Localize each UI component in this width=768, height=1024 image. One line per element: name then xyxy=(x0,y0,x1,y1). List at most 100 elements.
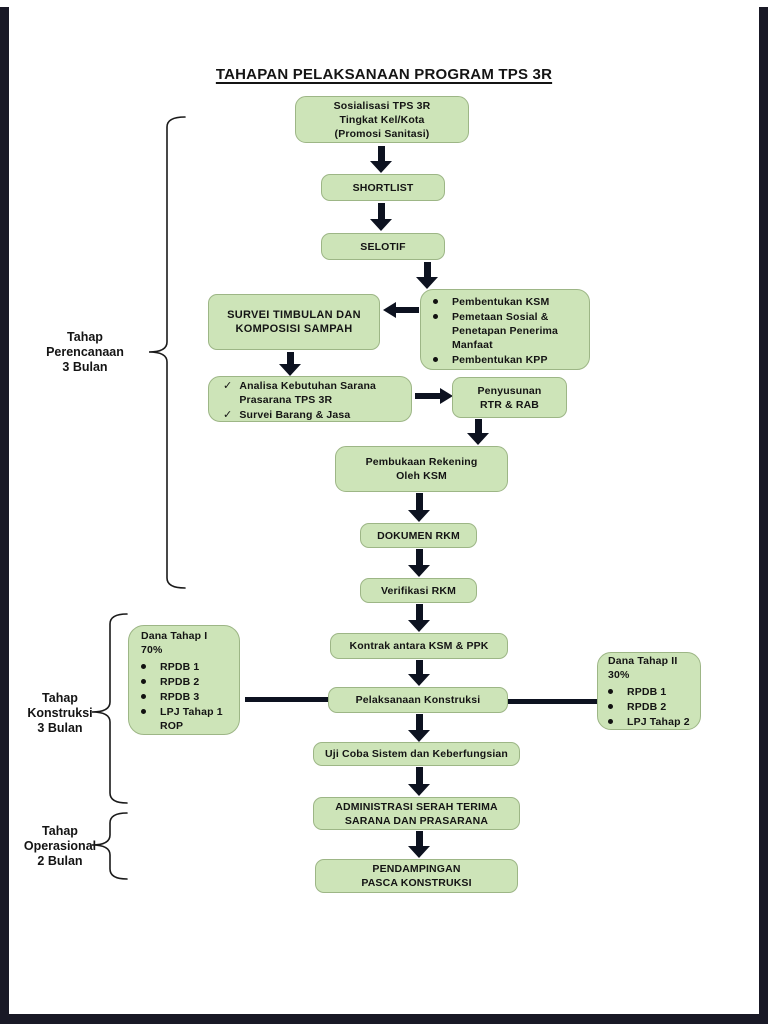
bullet-icon xyxy=(433,313,438,319)
bullet-list: Pembentukan KSM Pemetaan Sosial & Peneta… xyxy=(433,294,578,368)
node-text: (Promosi Sanitasi) xyxy=(334,127,430,140)
flow-arrow-down xyxy=(408,831,430,858)
page-frame-right xyxy=(759,7,768,1024)
flow-arrow-right xyxy=(415,388,453,404)
node-uji-coba: Uji Coba Sistem dan Keberfungsian xyxy=(313,742,520,766)
list-item: LPJ Tahap 2 xyxy=(608,715,690,729)
arrow-stem xyxy=(415,660,423,674)
list-item: Pembentukan KPP xyxy=(433,353,578,367)
page-title: TAHAPAN PELAKSANAAN PROGRAM TPS 3R xyxy=(215,66,553,83)
brace-perencanaan-icon xyxy=(148,116,186,589)
arrow-stem xyxy=(415,549,423,565)
phase-line: 3 Bulan xyxy=(37,721,83,735)
node-text: Uji Coba Sistem dan Keberfungsian xyxy=(325,748,508,760)
arrow-head-icon xyxy=(370,161,392,173)
list-item: RPDB 2 xyxy=(608,700,690,714)
check-icon: ✓ xyxy=(223,379,233,392)
node-administrasi: ADMINISTRASI SERAH TERIMA SARANA DAN PRA… xyxy=(313,797,520,830)
phase-label-perencanaan: Tahap Perencanaan 3 Bulan xyxy=(30,330,140,375)
flow-arrow-down xyxy=(370,146,392,173)
node-pendampingan: PENDAMPINGAN PASCA KONSTRUKSI xyxy=(315,859,518,893)
node-text: ADMINISTRASI SERAH TERIMA xyxy=(335,800,498,813)
flow-arrow-down xyxy=(408,604,430,632)
arrow-head-icon xyxy=(440,388,453,404)
node-text: Pelaksanaan Konstruksi xyxy=(355,694,481,706)
arrow-head-icon xyxy=(408,510,430,522)
flow-arrow-down xyxy=(408,549,430,577)
phase-line: Tahap xyxy=(67,330,103,344)
bullet-text: Pembentukan KSM xyxy=(452,295,550,308)
check-text: Survei Barang & Jasa xyxy=(239,408,351,421)
flow-arrow-down xyxy=(370,203,392,231)
list-item: ✓ Analisa Kebutuhan Sarana Prasarana TPS … xyxy=(223,379,401,407)
phase-label-konstruksi: Tahap Konstruksi 3 Bulan xyxy=(10,691,110,736)
flow-arrow-down xyxy=(408,660,430,686)
node-title: Dana Tahap II xyxy=(608,655,678,667)
arrow-stem xyxy=(415,831,423,846)
bullet-list: RPDB 1 RPDB 2 RPDB 3 LPJ Tahap 1 ROP xyxy=(141,659,226,734)
list-item: Pembentukan KSM xyxy=(433,295,578,309)
bullet-icon xyxy=(141,678,146,684)
bullet-text: RPDB 2 xyxy=(160,675,200,688)
node-text: PASCA KONSTRUKSI xyxy=(361,877,472,889)
flow-arrow-left xyxy=(383,302,419,318)
arrow-stem xyxy=(377,203,385,219)
node-text: SARANA DAN PRASARANA xyxy=(344,814,489,827)
bullet-text: RPDB 1 xyxy=(627,686,667,698)
brace-operasional-icon xyxy=(91,812,128,880)
flow-arrow-down xyxy=(416,262,438,289)
bullet-text: LPJ Tahap 1 ROP xyxy=(160,705,223,732)
phase-line: Perencanaan xyxy=(46,345,124,359)
arrow-stem xyxy=(415,393,440,399)
bullet-icon xyxy=(608,704,613,709)
bullet-icon xyxy=(433,356,438,362)
node-text: KOMPOSISI SAMPAH xyxy=(235,323,353,335)
bullet-text: Pemetaan Sosial & Penetapan Penerima Man… xyxy=(452,310,558,351)
arrow-head-icon xyxy=(383,302,396,318)
arrow-stem xyxy=(415,714,423,730)
node-selotif: SELOTIF xyxy=(321,233,445,260)
node-text: RTR & RAB xyxy=(479,398,540,411)
bullet-text: RPDB 2 xyxy=(627,701,667,713)
node-text: Penyusunan xyxy=(477,384,542,397)
connector-line-left xyxy=(245,697,328,702)
check-text: Analisa Kebutuhan Sarana Prasarana TPS 3… xyxy=(239,379,377,406)
node-text: Sosialisasi TPS 3R xyxy=(333,99,431,112)
bullet-icon xyxy=(141,693,146,699)
node-text: Oleh KSM xyxy=(396,470,447,482)
bullet-text: RPDB 3 xyxy=(160,690,200,703)
flow-arrow-down xyxy=(467,419,489,445)
bullet-text: RPDB 1 xyxy=(160,660,200,673)
node-text: Kontrak antara KSM & PPK xyxy=(349,640,489,652)
node-text: Tingkat Kel/Kota xyxy=(339,113,425,126)
arrow-head-icon xyxy=(408,565,430,577)
list-item: RPDB 1 xyxy=(141,660,226,674)
node-verifikasi-rkm: Verifikasi RKM xyxy=(360,578,477,603)
bullet-list: RPDB 1 RPDB 2 LPJ Tahap 2 xyxy=(608,684,690,730)
arrow-stem xyxy=(415,493,423,510)
node-pelaksanaan: Pelaksanaan Konstruksi xyxy=(328,687,508,713)
phase-line: 2 Bulan xyxy=(37,854,83,868)
node-pembukaan: Pembukaan Rekening Oleh KSM xyxy=(335,446,508,492)
list-item: RPDB 2 xyxy=(141,675,226,689)
arrow-stem xyxy=(474,419,482,433)
phase-line: Operasional xyxy=(23,839,97,853)
arrow-head-icon xyxy=(408,730,430,742)
arrow-head-icon xyxy=(408,620,430,632)
phase-line: Konstruksi xyxy=(27,706,93,720)
node-dana-tahap-2: Dana Tahap II 30% RPDB 1 RPDB 2 LPJ Taha… xyxy=(597,652,701,730)
arrow-stem xyxy=(415,604,423,620)
connector-line-right xyxy=(508,699,597,704)
arrow-head-icon xyxy=(408,784,430,796)
page-frame-left xyxy=(0,7,9,1024)
arrow-stem xyxy=(415,767,423,784)
node-subtitle: 30% xyxy=(608,669,630,681)
node-survei: SURVEI TIMBULAN DAN KOMPOSISI SAMPAH xyxy=(208,294,380,350)
node-text: SELOTIF xyxy=(360,240,406,253)
node-title: Dana Tahap I xyxy=(141,629,208,642)
list-item: RPDB 3 xyxy=(141,690,226,704)
bullet-icon xyxy=(433,298,438,304)
node-analisa: ✓ Analisa Kebutuhan Sarana Prasarana TPS … xyxy=(208,376,412,422)
check-icon: ✓ xyxy=(223,408,233,421)
bullet-icon xyxy=(141,708,146,714)
